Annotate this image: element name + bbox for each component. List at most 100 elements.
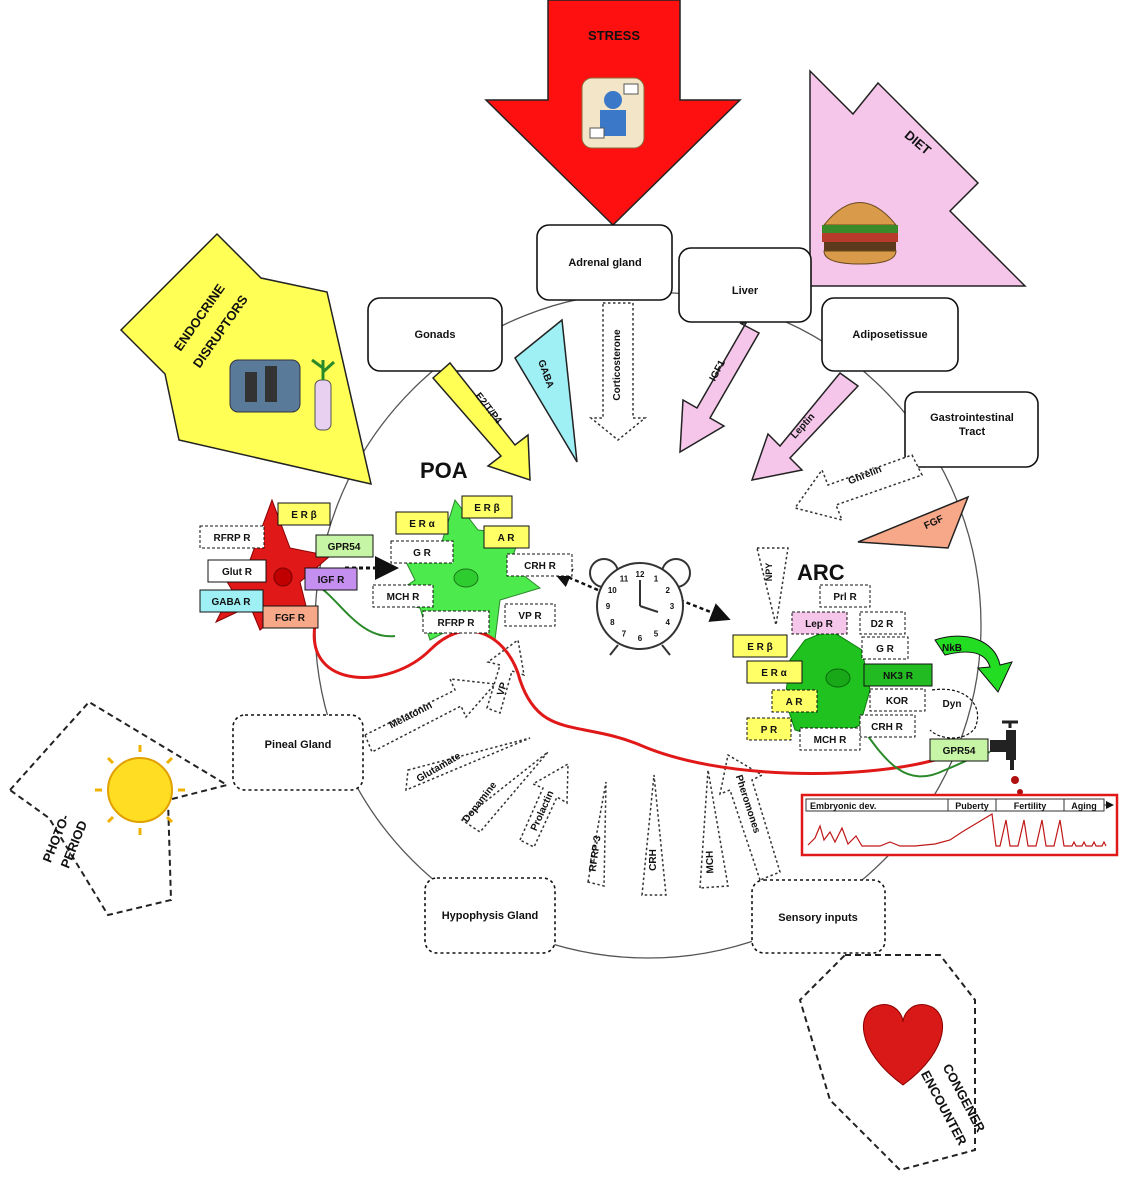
leptin-arrow: Leptin (750, 371, 860, 481)
hormone-pulse-trace (807, 813, 1107, 847)
diet-arrow: DIET (809, 69, 1027, 287)
mch-arrow: MCH (699, 769, 729, 889)
svg-text:Sensory inputs: Sensory inputs (778, 912, 857, 924)
stress-label: STRESS (588, 28, 640, 43)
stress-arrow: STRESS (484, 0, 742, 227)
arc-receptor-er-beta: E R β (732, 634, 788, 658)
svg-text:Dyn: Dyn (943, 699, 962, 710)
svg-text:Gastrointestinal: Gastrointestinal (930, 412, 1014, 424)
sensory-inputs-box: Sensory inputs (751, 879, 886, 954)
nkb-arrow: NkB (934, 635, 1013, 693)
svg-text:Corticosterone: Corticosterone (612, 329, 623, 401)
arc-receptor-ar: A R (771, 689, 818, 713)
timeline-aging: Aging (1071, 801, 1097, 811)
svg-text:MCH: MCH (705, 851, 717, 874)
poa-receptor-crh: CRH R (506, 553, 573, 577)
timeline-fertility: Fertility (1014, 801, 1047, 811)
svg-text:Glut R: Glut R (222, 567, 253, 578)
crh-arrow: CRH (641, 774, 667, 896)
svg-text:G R: G R (876, 644, 895, 655)
svg-text:MCH R: MCH R (387, 592, 421, 603)
npy-arrow: NPY (756, 547, 789, 626)
svg-text:FGF R: FGF R (275, 613, 306, 624)
sun-icon (95, 745, 185, 835)
clock-number: 3 (670, 602, 675, 611)
clock-number: 4 (665, 618, 670, 627)
arc-receptor-crh: CRH R (859, 714, 916, 738)
clock-number: 9 (606, 602, 611, 611)
svg-text:E R α: E R α (409, 519, 435, 530)
clock-number: 10 (608, 586, 617, 595)
svg-text:CRH: CRH (648, 849, 659, 871)
endocrine-disruptors-arrow: ENDOCRINE DISRUPTORS (119, 232, 372, 485)
svg-text:Gonads: Gonads (415, 329, 456, 341)
svg-text:Tract: Tract (959, 426, 986, 438)
clock-number: 8 (610, 618, 615, 627)
svg-text:NK3 R: NK3 R (883, 671, 914, 682)
svg-text:Adiposetissue: Adiposetissue (852, 329, 927, 341)
burger-icon (822, 202, 898, 265)
adipose-tissue-box: Adiposetissue (821, 297, 959, 372)
svg-text:Prl R: Prl R (833, 592, 857, 603)
svg-text:A R: A R (786, 697, 804, 708)
clock-number: 7 (622, 630, 627, 639)
gonads-box: Gonads (367, 297, 503, 372)
svg-text:Hypophysis Gland: Hypophysis Gland (442, 910, 539, 922)
gnrh-receptor-igf: IGF R (304, 567, 358, 591)
congener-encounter-arrow: CONGENER ENCOUNTER (798, 954, 989, 1172)
clock-number: 6 (638, 634, 643, 643)
clock-number: 12 (636, 570, 645, 579)
gnrh-receptor-glut: Glut R (207, 559, 267, 583)
poa-receptor-gr: G R (390, 540, 454, 564)
svg-text:GPR54: GPR54 (328, 542, 361, 553)
svg-text:D2 R: D2 R (871, 619, 895, 630)
gnrh-receptor-gaba: GABA R (199, 589, 264, 613)
gnrh-dendrite (317, 585, 396, 638)
svg-text:VP R: VP R (518, 611, 542, 622)
poa-label: POA (420, 458, 468, 483)
hypophysis-gland-box: Hypophysis Gland (424, 877, 556, 954)
clock-number: 5 (654, 630, 659, 639)
svg-text:VP: VP (495, 681, 510, 697)
svg-text:P R: P R (761, 725, 778, 736)
gnrh-receptor-er-beta: E R β (277, 502, 331, 526)
arc-receptor-lep: Lep R (791, 611, 848, 635)
arc-receptor-er-alpha: E R α (746, 660, 803, 684)
svg-text:MCH R: MCH R (814, 735, 848, 746)
pineal-gland-box: Pineal Gland (232, 714, 364, 791)
gnrh-receptor-gpr54: GPR54 (315, 534, 374, 558)
fgf-triangle: FGF (857, 495, 970, 549)
reproductive-timeline: Embryonic dev. Puberty Fertility Aging (800, 793, 1119, 857)
clock-number: 1 (654, 574, 659, 583)
svg-text:Liver: Liver (732, 285, 759, 297)
svg-text:RFRP R: RFRP R (213, 533, 251, 544)
arc-receptor-gr: G R (861, 636, 909, 660)
svg-text:A R: A R (498, 533, 516, 544)
svg-text:G R: G R (413, 548, 432, 559)
clock-number: 2 (665, 586, 670, 595)
svg-text:GPR54: GPR54 (943, 746, 976, 757)
timeline-embryonic: Embryonic dev. (810, 801, 876, 811)
svg-text:KOR: KOR (886, 696, 909, 707)
arc-receptor-nk3: NK3 R (863, 663, 933, 687)
svg-text:Lep R: Lep R (805, 619, 834, 630)
melatonin-arrow: Melatonin (364, 678, 497, 754)
poa-receptor-mch: MCH R (372, 584, 434, 608)
adrenal-gland-box: Adrenal gland (536, 224, 673, 301)
poa-receptor-ar: A R (483, 525, 530, 549)
arc-receptor-kor: KOR (869, 688, 926, 712)
arc-receptor-gpr54: GPR54 (929, 738, 989, 762)
igf1-arrow: IGF1 (679, 322, 761, 454)
poa-receptor-er-beta: E R β (461, 495, 513, 519)
svg-text:Adrenal gland: Adrenal gland (568, 257, 641, 269)
gastrointestinal-tract-box: Gastrointestinal Tract (904, 391, 1039, 468)
arc-neuron (784, 629, 871, 741)
svg-text:RFRP R: RFRP R (437, 618, 475, 629)
poa-receptor-rfrp: RFRP R (422, 610, 490, 634)
poa-receptor-vp: VP R (504, 603, 556, 627)
svg-text:CRH R: CRH R (871, 722, 903, 733)
heart-icon (862, 1004, 944, 1086)
